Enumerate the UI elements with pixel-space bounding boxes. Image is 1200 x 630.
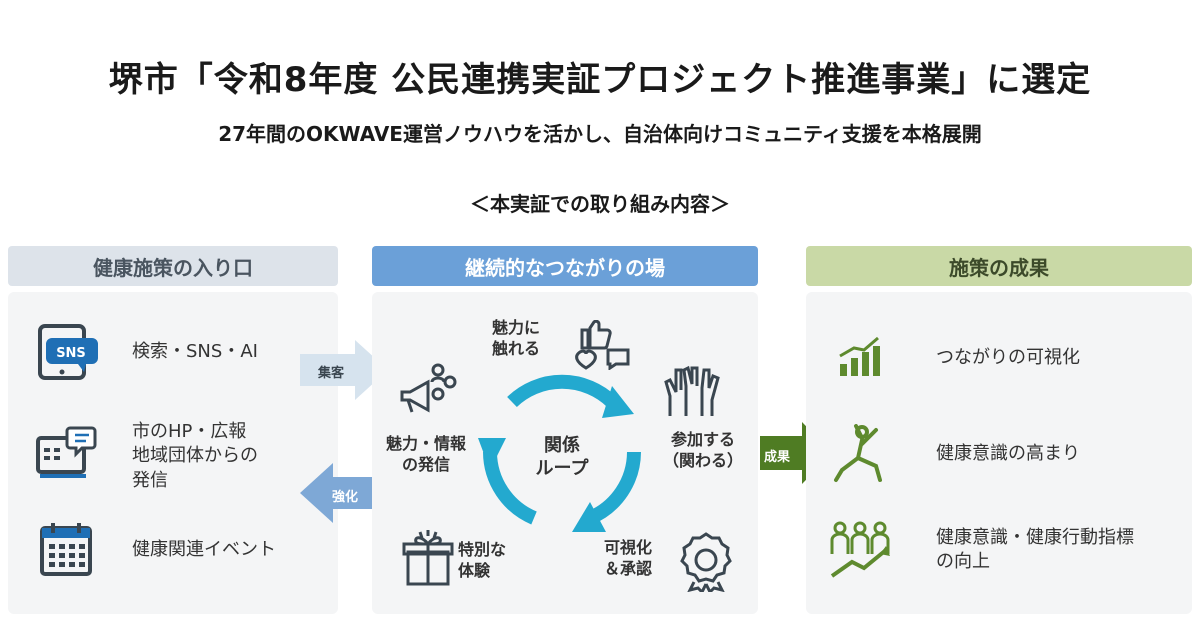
node-participate-label: 参加する （関わる） <box>662 430 743 470</box>
gift-icon <box>402 530 454 586</box>
entry-item-label: 市のHP・広報 地域団体からの 発信 <box>132 421 258 491</box>
attract-arrow-label: 集客 <box>318 366 345 381</box>
raised-hands-icon <box>664 365 720 416</box>
megaphone-people-icon <box>400 363 457 413</box>
entry-item-label: 検索・SNS・AI <box>132 340 258 362</box>
entry-panel: SNS 検索・SNS・AI 市のHP・広報 地域団体からの 発信 <box>8 292 338 614</box>
entry-item-search: SNS 検索・SNS・AI <box>30 320 258 384</box>
strengthen-arrow-label: 強化 <box>332 490 359 505</box>
result-item-label: 健康意識・健康行動指標 の向上 <box>936 526 1134 572</box>
entry-item-event: 健康関連イベント <box>30 518 276 582</box>
sns-icon-text: SNS <box>56 346 86 361</box>
node-visualize-label: 可視化 ＆承認 <box>604 538 653 578</box>
result-item-visualize: つながりの可視化 <box>824 326 1080 390</box>
bar-growth-icon <box>824 326 896 390</box>
node-attraction-label: 魅力に 触れる <box>492 318 541 358</box>
result-item-awareness: 健康意識の高まり <box>824 422 1080 486</box>
connection-header: 継続的なつながりの場 <box>372 246 758 286</box>
result-item-label: 健康意識の高まり <box>936 442 1080 464</box>
loop-center-label: 関係 ループ <box>535 435 589 480</box>
node-broadcast-label: 魅力・情報 の発信 <box>385 434 466 474</box>
webpage-chat-icon <box>30 424 102 488</box>
award-badge-icon <box>680 532 732 592</box>
entry-item-hp: 市のHP・広報 地域団体からの 発信 <box>30 420 258 493</box>
people-growth-icon <box>824 518 896 582</box>
results-header: 施策の成果 <box>806 246 1192 286</box>
calendar-icon <box>30 518 102 582</box>
page-title: 堺市「令和8年度 公民連携実証プロジェクト推進事業」に選定 <box>108 60 1092 100</box>
result-item-metrics: 健康意識・健康行動指標 の向上 <box>824 518 1134 582</box>
entry-item-label: 健康関連イベント <box>132 538 276 560</box>
yoga-pose-icon <box>824 422 896 486</box>
strengthen-arrow <box>300 463 388 523</box>
tablet-sns-icon: SNS <box>30 320 102 384</box>
result-item-label: つながりの可視化 <box>936 346 1080 368</box>
node-experience-label: 特別な 体験 <box>458 540 507 580</box>
like-chat-icon <box>575 320 630 370</box>
relationship-loop <box>478 374 641 532</box>
section-label: ＜本実証での取り組み内容＞ <box>470 192 730 216</box>
attract-arrow <box>300 340 388 400</box>
loop-panel: 関係 ループ 魅力に 触れる 参加する （関わる） 可視化 ＆承認 <box>372 292 758 614</box>
result-arrow-label: 成果 <box>764 450 791 465</box>
entry-header: 健康施策の入り口 <box>8 246 338 286</box>
results-panel: つながりの可視化 健康意識の高まり <box>806 292 1192 614</box>
page-subtitle: 27年間のOKWAVE運営ノウハウを活かし、自治体向けコミュニティ支援を本格展開 <box>218 122 982 146</box>
